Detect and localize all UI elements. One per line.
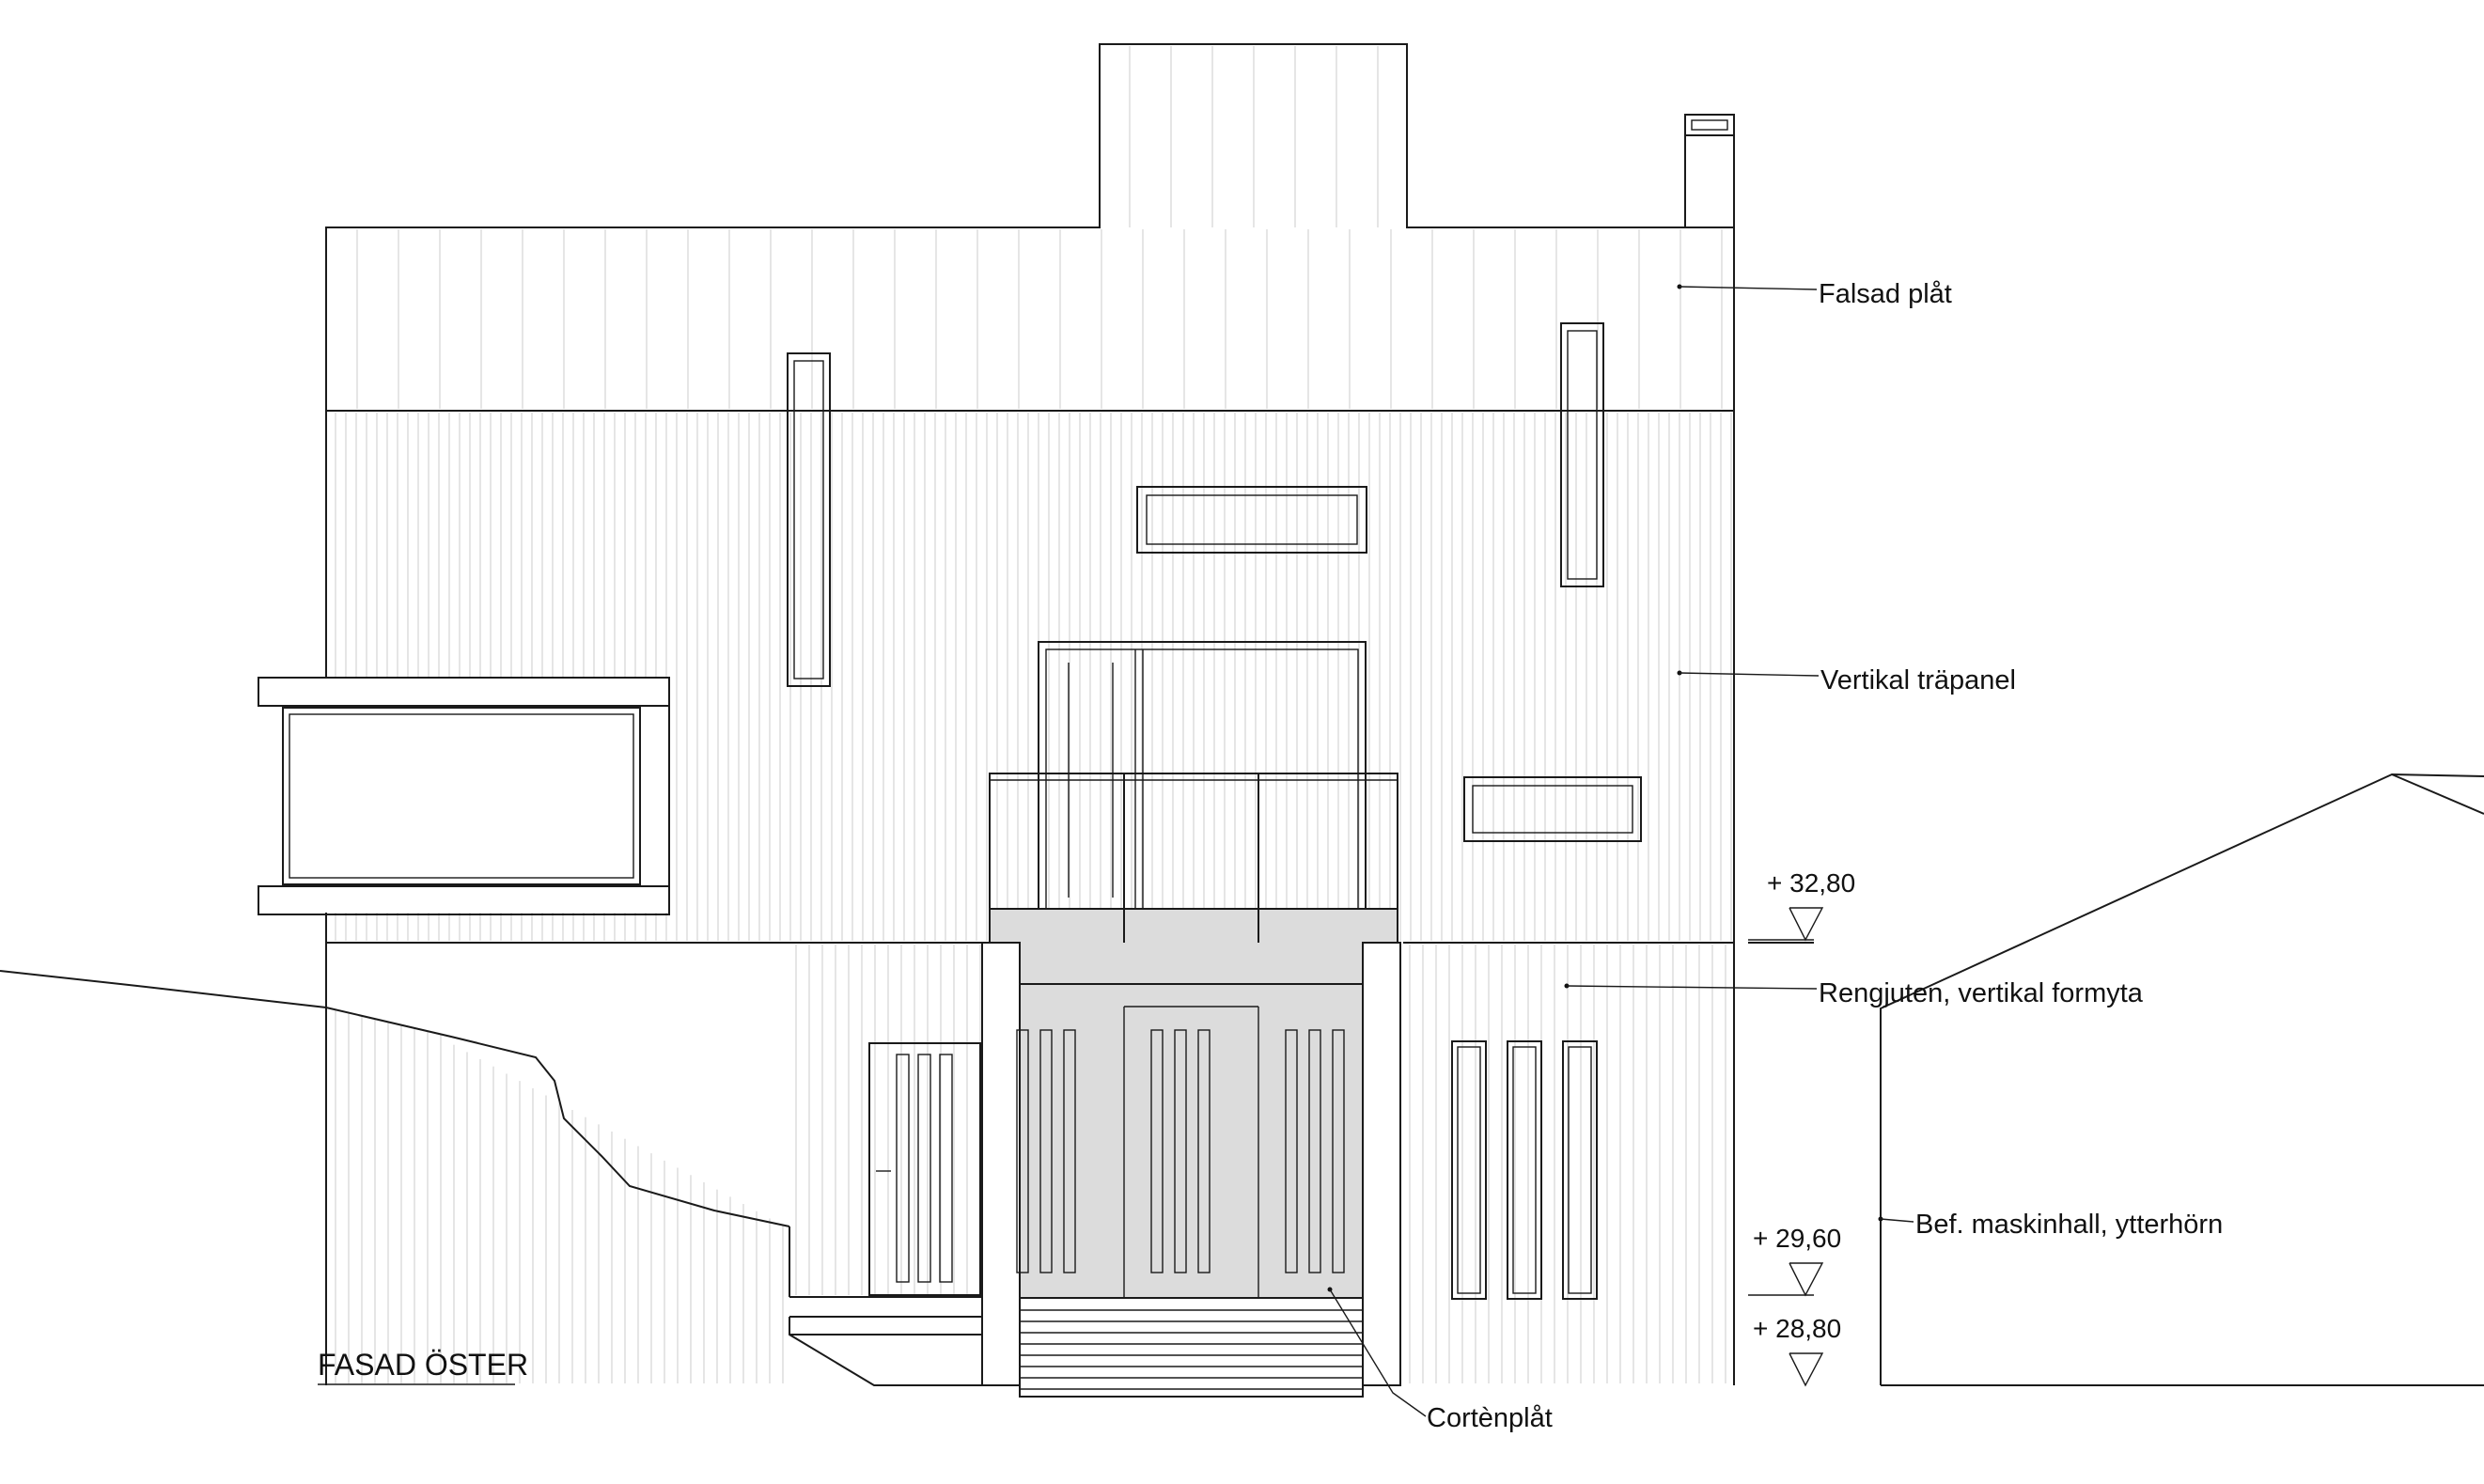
- door-slot: [1197, 1029, 1211, 1273]
- door-slot: [1174, 1029, 1187, 1273]
- roof-sheet-seams: [356, 46, 1723, 409]
- drawing-title: FASAD ÖSTER: [318, 1348, 528, 1382]
- base-windows: [1451, 1040, 1598, 1300]
- balcony: [989, 773, 1398, 984]
- door-slot: [1332, 1029, 1345, 1273]
- concrete-formwork-lines: [335, 945, 1726, 1383]
- level-text-entrance: + 29,60: [1753, 1224, 1841, 1253]
- level-text-ground: + 28,80: [1753, 1314, 1841, 1343]
- door-slot: [1039, 1029, 1053, 1273]
- level-marker-ground: [1789, 1352, 1824, 1387]
- door-slot: [1016, 1029, 1029, 1273]
- annotation-leaders: [1327, 284, 1914, 1417]
- corten-entrance: [981, 942, 1401, 1386]
- label-maskinhall: Bef. maskinhall, ytterhörn: [1915, 1210, 2223, 1240]
- wood-panel-lines: [335, 413, 1732, 941]
- label-cortenplat: Cortènplåt: [1427, 1403, 1553, 1433]
- label-falsad-plat: Falsad plåt: [1819, 279, 1952, 309]
- balcony-door: [1038, 641, 1367, 911]
- upper-windows: [787, 322, 1642, 842]
- door-slot: [1308, 1029, 1321, 1273]
- level-marker-balcony: [1748, 907, 1824, 942]
- corten-door-slots: [1016, 1029, 1345, 1273]
- bay-window: [258, 677, 670, 915]
- level-text-balcony: + 32,80: [1767, 868, 1855, 898]
- door-slot: [1285, 1029, 1298, 1273]
- entrance-steps: [1019, 1297, 1364, 1398]
- building-outline: [325, 43, 1814, 1385]
- chimney: [1684, 114, 1735, 228]
- terrain: [0, 970, 982, 1386]
- neighbour-building: [1880, 773, 2484, 1386]
- door-slot: [1063, 1029, 1076, 1273]
- side-door: [868, 1042, 981, 1296]
- label-rengjuten: Rengjuten, vertikal formyta: [1819, 978, 2144, 1008]
- level-marker-entrance: [1748, 1262, 1824, 1297]
- door-slot: [1150, 1029, 1164, 1273]
- label-vertikal-trapanel: Vertikal träpanel: [1820, 665, 2016, 695]
